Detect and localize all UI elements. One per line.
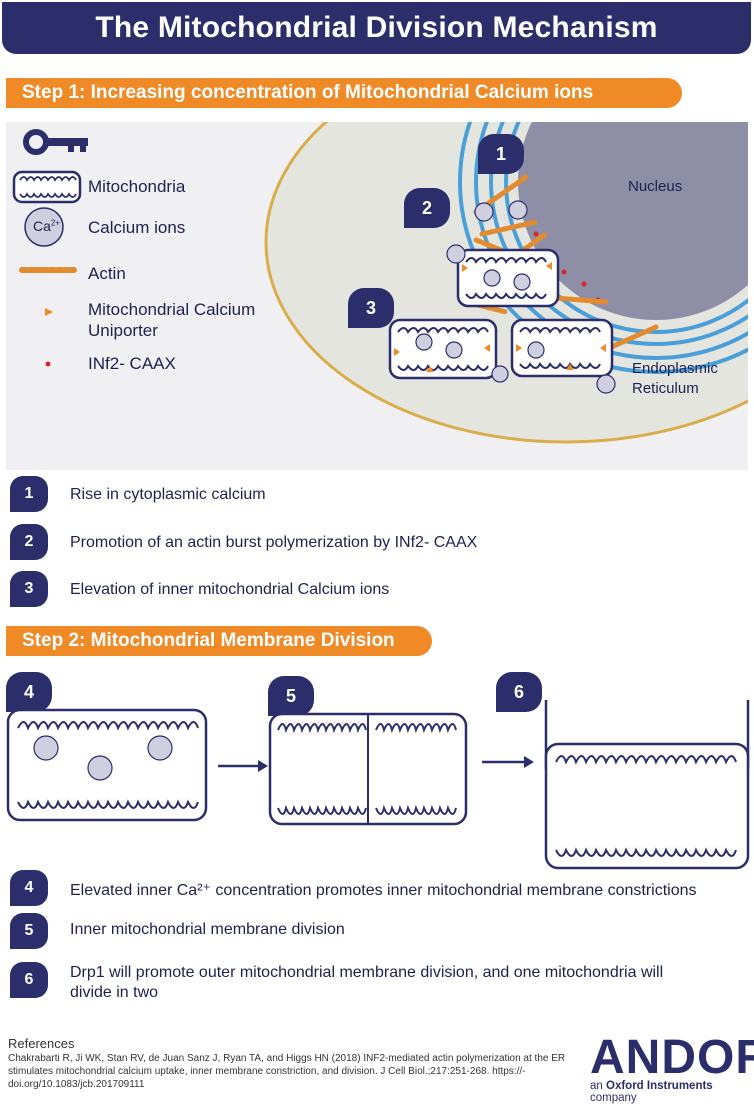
arrow-right-icon bbox=[218, 760, 268, 772]
nucleus-label: Nucleus bbox=[628, 178, 683, 195]
step1-item-text-3: Elevation of inner mitochondrial Calcium… bbox=[70, 581, 390, 598]
step1-item-badge-2: 2 bbox=[10, 524, 48, 560]
mitochondrion-left bbox=[388, 318, 498, 380]
step2-item-text-6-line2: divide in two bbox=[70, 984, 159, 1001]
legend-mitochondria: Mitochondria bbox=[88, 177, 186, 196]
step1-item-badge-3: 3 bbox=[10, 571, 48, 607]
legend-infcaax: INf2- CAAX bbox=[88, 354, 176, 373]
step2-item-badge-5: 5 bbox=[10, 913, 48, 949]
diagram-badge-5: 5 bbox=[268, 676, 314, 716]
er-label-line1: Endoplasmic bbox=[632, 360, 718, 377]
key-icon bbox=[23, 129, 88, 155]
step1-item-text-2: Promotion of an actin burst polymerizati… bbox=[70, 534, 478, 551]
uniporter-legend-icon bbox=[45, 308, 53, 316]
step1-item-badge-1: 1 bbox=[10, 476, 48, 512]
mitochondrion-stage-4 bbox=[6, 708, 208, 822]
mitochondrion-right bbox=[510, 318, 614, 378]
mitochondrion-stage-5 bbox=[268, 712, 468, 826]
step1-heading-bar: Step 1: Increasing concentration of Mito… bbox=[6, 78, 682, 108]
infcaax-legend-icon bbox=[45, 361, 51, 367]
legend-uniporter-line1: Mitochondrial Calcium bbox=[88, 300, 256, 319]
step1-heading: Step 1: Increasing concentration of Mito… bbox=[22, 82, 594, 103]
diagram-badge-1: 1 bbox=[478, 134, 524, 174]
legend-calcium: Calcium ions bbox=[88, 218, 186, 237]
step1-item-text-1: Rise in cytoplasmic calcium bbox=[70, 486, 266, 503]
reference-line-1: Chakrabarti R, Ji WK, Stan RV, de Juan S… bbox=[8, 1053, 566, 1064]
mitochondria-legend-icon bbox=[12, 170, 82, 204]
nucleus bbox=[518, 122, 748, 320]
step2-heading: Step 2: Mitochondrial Membrane Division bbox=[22, 630, 395, 651]
er-label-line2: Reticulum bbox=[632, 380, 699, 397]
diagram-badge-2: 2 bbox=[404, 188, 450, 228]
calcium-ions bbox=[415, 200, 616, 394]
actin-legend-icon bbox=[19, 267, 77, 273]
step2-item-text-6-line1: Drp1 will promote outer mitochondrial me… bbox=[70, 964, 664, 981]
diagram-badge-6: 6 bbox=[496, 672, 542, 712]
division-illustration bbox=[6, 700, 750, 870]
step2-item-text-4: Elevated inner Ca²⁺ concentration promot… bbox=[70, 882, 697, 899]
reference-line-2: stimulates mitochondrial calcium uptake,… bbox=[8, 1066, 526, 1077]
andor-logo-subtitle: an Oxford Instruments company bbox=[590, 1080, 713, 1104]
endoplasmic-reticulum bbox=[458, 122, 748, 374]
page-title: The Mitochondrial Division Mechanism bbox=[95, 11, 658, 44]
andor-logo: ANDOR bbox=[590, 1031, 754, 1084]
step2-item-badge-4: 4 bbox=[10, 870, 48, 906]
legend-uniporter-line2: Uniporter bbox=[88, 321, 158, 340]
title-bar: The Mitochondrial Division Mechanism bbox=[2, 2, 751, 54]
step2-item-text-5: Inner mitochondrial membrane division bbox=[70, 921, 345, 938]
reference-line-3: doi.org/10.1083/jcb.201709111 bbox=[8, 1079, 145, 1090]
mitochondrion-stage-6-bottom bbox=[544, 742, 750, 870]
diagram-badge-4: 4 bbox=[6, 672, 52, 712]
arrow-right-icon bbox=[482, 756, 534, 768]
legend-actin: Actin bbox=[88, 264, 126, 283]
uniporter-marks bbox=[394, 262, 606, 372]
step2-item-badge-6: 6 bbox=[10, 962, 48, 998]
references-title: References bbox=[8, 1036, 75, 1051]
mitochondrion-top bbox=[456, 248, 560, 308]
step2-heading-bar: Step 2: Mitochondrial Membrane Division bbox=[6, 626, 432, 656]
cell-illustration bbox=[264, 122, 748, 444]
calcium-legend-text: Ca2+ bbox=[33, 218, 61, 234]
diagram-badge-3: 3 bbox=[348, 288, 394, 328]
calcium-legend-icon bbox=[24, 207, 64, 247]
